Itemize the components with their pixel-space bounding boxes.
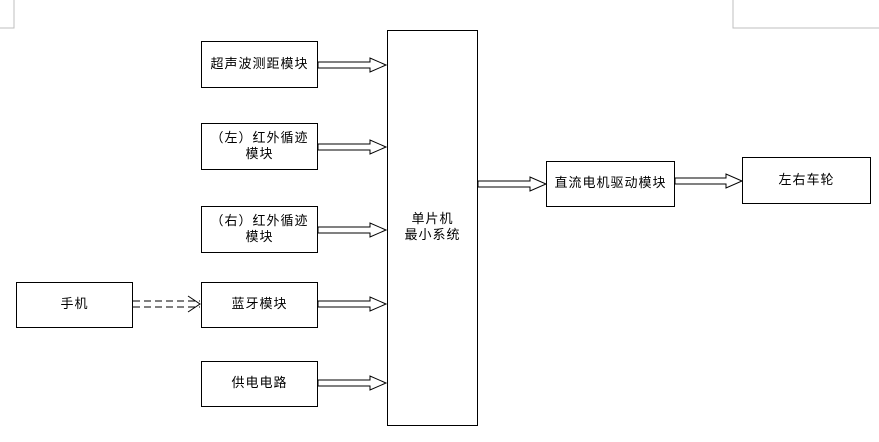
node-ir-right-module: （右）红外循迹 模块 [201, 206, 318, 253]
node-bluetooth-module: 蓝牙模块 [201, 282, 318, 328]
node-label: 手机 [60, 297, 89, 312]
page-corner-marks [0, 0, 879, 29]
edge-ultrasonic-to-mcu [317, 57, 388, 73]
node-ultrasonic-module: 超声波测距模块 [201, 41, 318, 88]
node-power-circuit: 供电电路 [201, 361, 318, 407]
node-label: （左）红外循迹 模块 [210, 130, 309, 162]
node-label: 单片机 最小系统 [404, 212, 461, 243]
edge-phone-to-bluetooth [133, 295, 201, 313]
node-label: 直流电机驱动模块 [554, 176, 667, 191]
node-label: 蓝牙模块 [231, 297, 288, 312]
node-label: 供电电路 [231, 376, 288, 391]
node-ir-left-module: （左）红外循迹 模块 [201, 123, 318, 170]
edge-ir-left-to-mcu [317, 139, 388, 155]
node-label: 超声波测距模块 [210, 56, 309, 72]
node-label: 左右车轮 [778, 172, 835, 188]
node-label: （右）红外循迹 模块 [210, 213, 309, 245]
edge-bluetooth-to-mcu [317, 296, 388, 312]
edge-ir-right-to-mcu [317, 222, 388, 238]
edge-motor-driver-to-wheels [674, 173, 744, 189]
node-wheels: 左右车轮 [742, 157, 871, 204]
node-phone: 手机 [16, 282, 133, 328]
node-mcu-minimum-system: 单片机 最小系统 [387, 30, 478, 426]
edge-mcu-to-motor-driver [477, 176, 548, 192]
edge-power-to-mcu [317, 375, 388, 391]
node-dc-motor-driver: 直流电机驱动模块 [546, 161, 675, 207]
